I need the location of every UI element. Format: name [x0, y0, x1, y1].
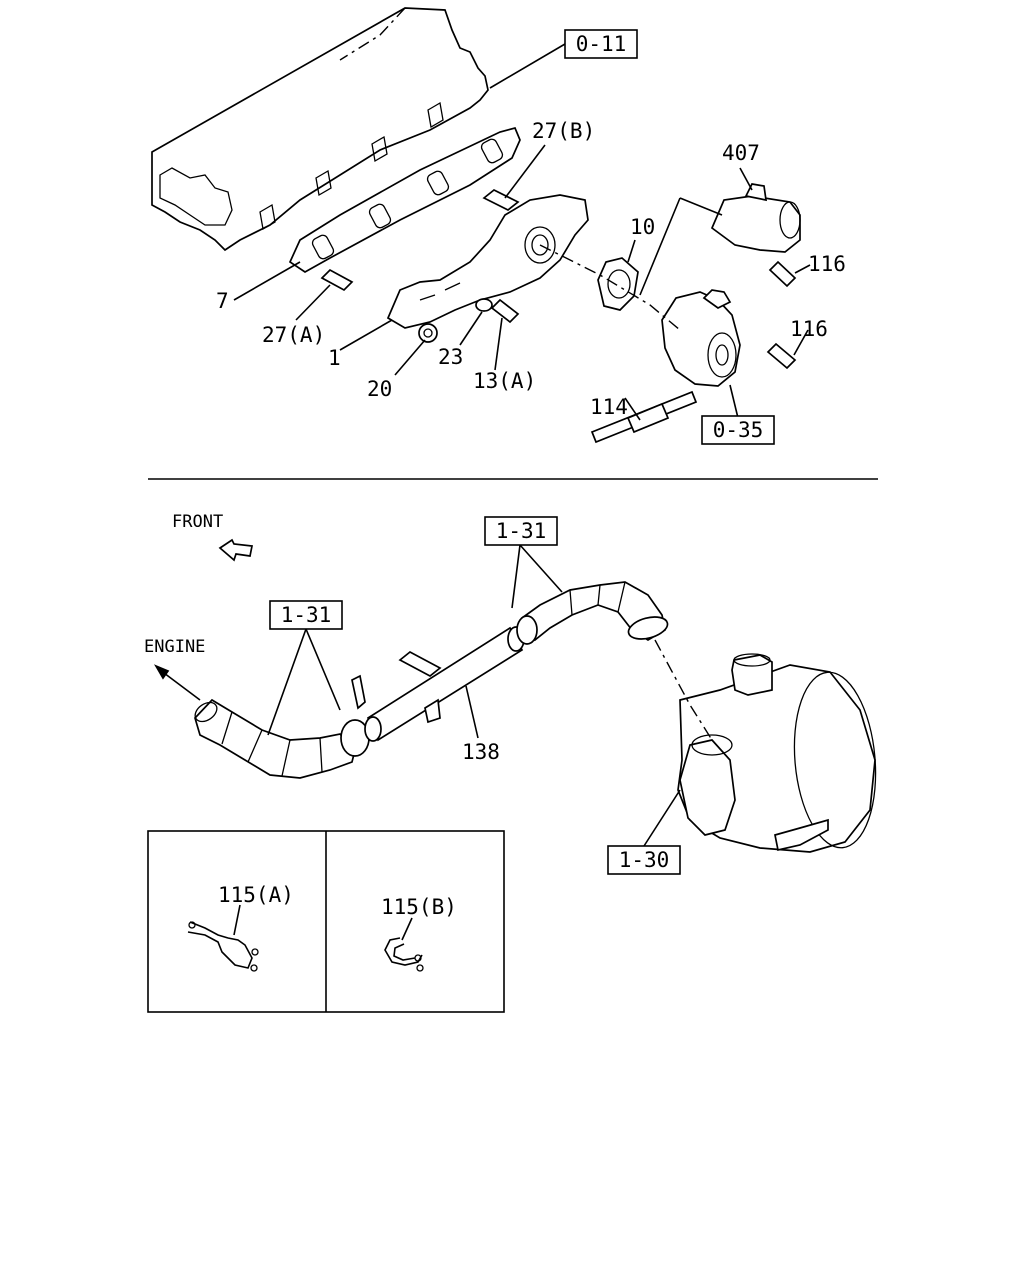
washer-23 [475, 298, 493, 312]
intake-hose-lower [194, 698, 370, 779]
cylinder-head [151, 7, 489, 252]
svg-text:0-11: 0-11 [576, 32, 627, 56]
ref-box-1-31-upper: 1-31 [484, 516, 558, 546]
ref-box-0-11: 0-11 [564, 29, 638, 59]
label-138: 138 [462, 740, 500, 764]
label-115a: 115(A) [218, 883, 294, 907]
pipe-114 [590, 390, 698, 444]
outlet-407 [710, 183, 801, 253]
label-116-lower: 116 [790, 317, 828, 341]
pipe-bracket [351, 650, 442, 724]
label-27a: 27(A) [262, 323, 325, 347]
svg-text:1-30: 1-30 [619, 848, 670, 872]
ref-box-1-30: 1-30 [607, 845, 681, 875]
label-20: 20 [367, 377, 392, 401]
leader-lines-top [233, 43, 811, 421]
label-10: 10 [630, 215, 655, 239]
svg-text:1-31: 1-31 [496, 519, 547, 543]
svg-text:1-31: 1-31 [281, 603, 332, 627]
ref-box-1-31-lower: 1-31 [269, 600, 343, 630]
label-1: 1 [328, 346, 341, 370]
bolt-13a [490, 298, 520, 324]
leader-lines-bottom [267, 544, 681, 847]
label-27b: 27(B) [532, 119, 595, 143]
label-13a: 13(A) [473, 369, 536, 393]
engine-arrow-icon [159, 669, 201, 701]
gasket-10 [597, 257, 639, 311]
intake-hose-upper [516, 581, 669, 645]
clamp-115a [187, 904, 259, 972]
label-23: 23 [438, 345, 463, 369]
label-7: 7 [216, 289, 229, 313]
exhaust-manifold [386, 194, 589, 329]
stud-27b [482, 188, 520, 212]
label-116-upper: 116 [808, 252, 846, 276]
front-arrow-icon [218, 538, 254, 562]
stud-27a [320, 268, 354, 292]
clamp-115b [384, 917, 424, 972]
label-114: 114 [590, 395, 628, 419]
label-115b: 115(B) [381, 895, 457, 919]
nut-20 [418, 323, 438, 343]
bolt-116-upper [768, 260, 797, 288]
air-cleaner [677, 653, 877, 853]
inset-clamps [147, 830, 505, 1013]
housing-0-35 [661, 289, 741, 387]
front-label: FRONT [172, 512, 223, 532]
svg-text:0-35: 0-35 [713, 418, 764, 442]
bolt-116-lower [766, 342, 797, 370]
manifold-gasket [288, 126, 521, 273]
ref-box-0-35: 0-35 [701, 415, 775, 445]
pipe-138 [364, 626, 525, 742]
label-407: 407 [722, 141, 760, 165]
engine-label: ENGINE [144, 637, 205, 657]
